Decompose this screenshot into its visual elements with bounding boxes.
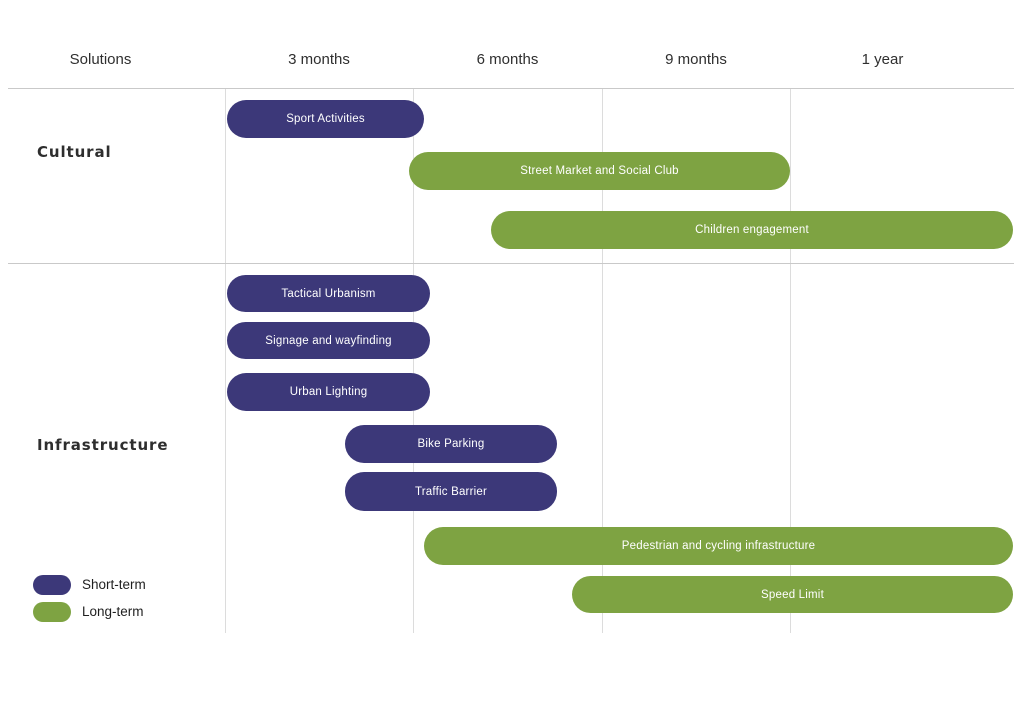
grid-line-horizontal <box>8 263 1014 264</box>
gantt-bar: Traffic Barrier <box>345 472 557 511</box>
grid-line-vertical <box>602 88 603 633</box>
gantt-bar: Signage and wayfinding <box>227 322 430 359</box>
long-term-swatch <box>33 601 71 622</box>
column-header-solutions: Solutions <box>69 51 132 68</box>
gantt-bar: Bike Parking <box>345 425 557 463</box>
legend-item-short-term: Short-term <box>33 571 146 598</box>
grid-line-vertical <box>225 88 226 633</box>
legend-label-long-term: Long-term <box>82 604 144 619</box>
legend-label-short-term: Short-term <box>82 577 146 592</box>
short-term-swatch <box>33 574 71 595</box>
column-header-9-months: 9 months <box>665 51 727 68</box>
grid-line-horizontal <box>8 88 1014 89</box>
legend-item-long-term: Long-term <box>33 598 146 625</box>
section-label-infrastructure: Infrastructure <box>37 436 169 454</box>
column-header-1-year: 1 year <box>861 51 904 68</box>
gantt-bar: Street Market and Social Club <box>409 152 790 190</box>
gantt-bar: Pedestrian and cycling infrastructure <box>424 527 1013 565</box>
section-label-cultural: Cultural <box>37 143 112 161</box>
column-header-6-months: 6 months <box>476 51 539 68</box>
gantt-bar: Speed Limit <box>572 576 1013 613</box>
legend: Short-term Long-term <box>33 571 146 625</box>
gantt-bar: Children engagement <box>491 211 1013 249</box>
grid-line-vertical <box>413 88 414 633</box>
gantt-bar: Tactical Urbanism <box>227 275 430 312</box>
grid-line-vertical <box>790 88 791 633</box>
gantt-bar: Sport Activities <box>227 100 424 138</box>
column-header-3-months: 3 months <box>288 51 350 68</box>
gantt-bar: Urban Lighting <box>227 373 430 411</box>
